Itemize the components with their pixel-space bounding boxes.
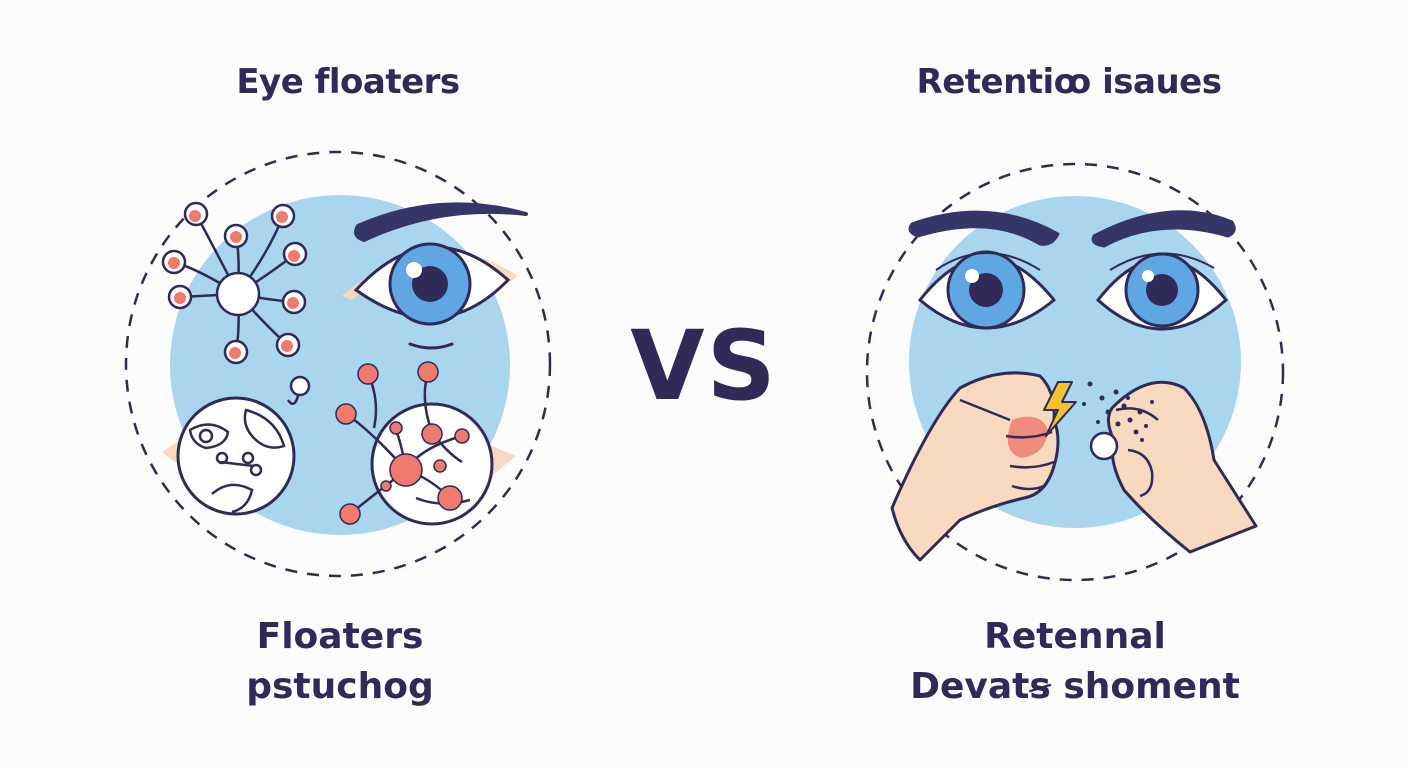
right-face-right-eye-icon [1095,252,1229,331]
left-dashed-outline [124,150,552,578]
left-eyebrow-icon [354,202,528,242]
right-caption: Retennal Devatꞩ shoment [865,612,1285,712]
left-hand-icon [890,371,1060,562]
right-caption-line2: Devatꞩ shoment [910,666,1240,707]
right-caption-line1: Retennal [984,616,1166,657]
left-magnifier-globe-icon [162,375,311,516]
right-face-left-eye-icon [917,250,1057,330]
particles-icon [1082,381,1154,442]
right-magnifier-cells-icon [335,361,516,526]
left-eye-icon [342,242,518,350]
left-caption: Floaters pstuchog [140,612,540,712]
left-caption-line2: pstuchog [246,666,434,707]
right-eyebrow-left-icon [908,210,1060,246]
bubble-icon [1089,431,1119,461]
left-title: Eye floaters [236,62,460,102]
right-dashed-outline [865,162,1285,582]
vs-label: VS [630,310,778,422]
lightning-icon [1043,381,1077,437]
right-eyebrow-right-icon [1091,210,1236,248]
right-title: Retentiꝏ isaues [916,62,1222,102]
left-caption-line1: Floaters [256,616,424,657]
